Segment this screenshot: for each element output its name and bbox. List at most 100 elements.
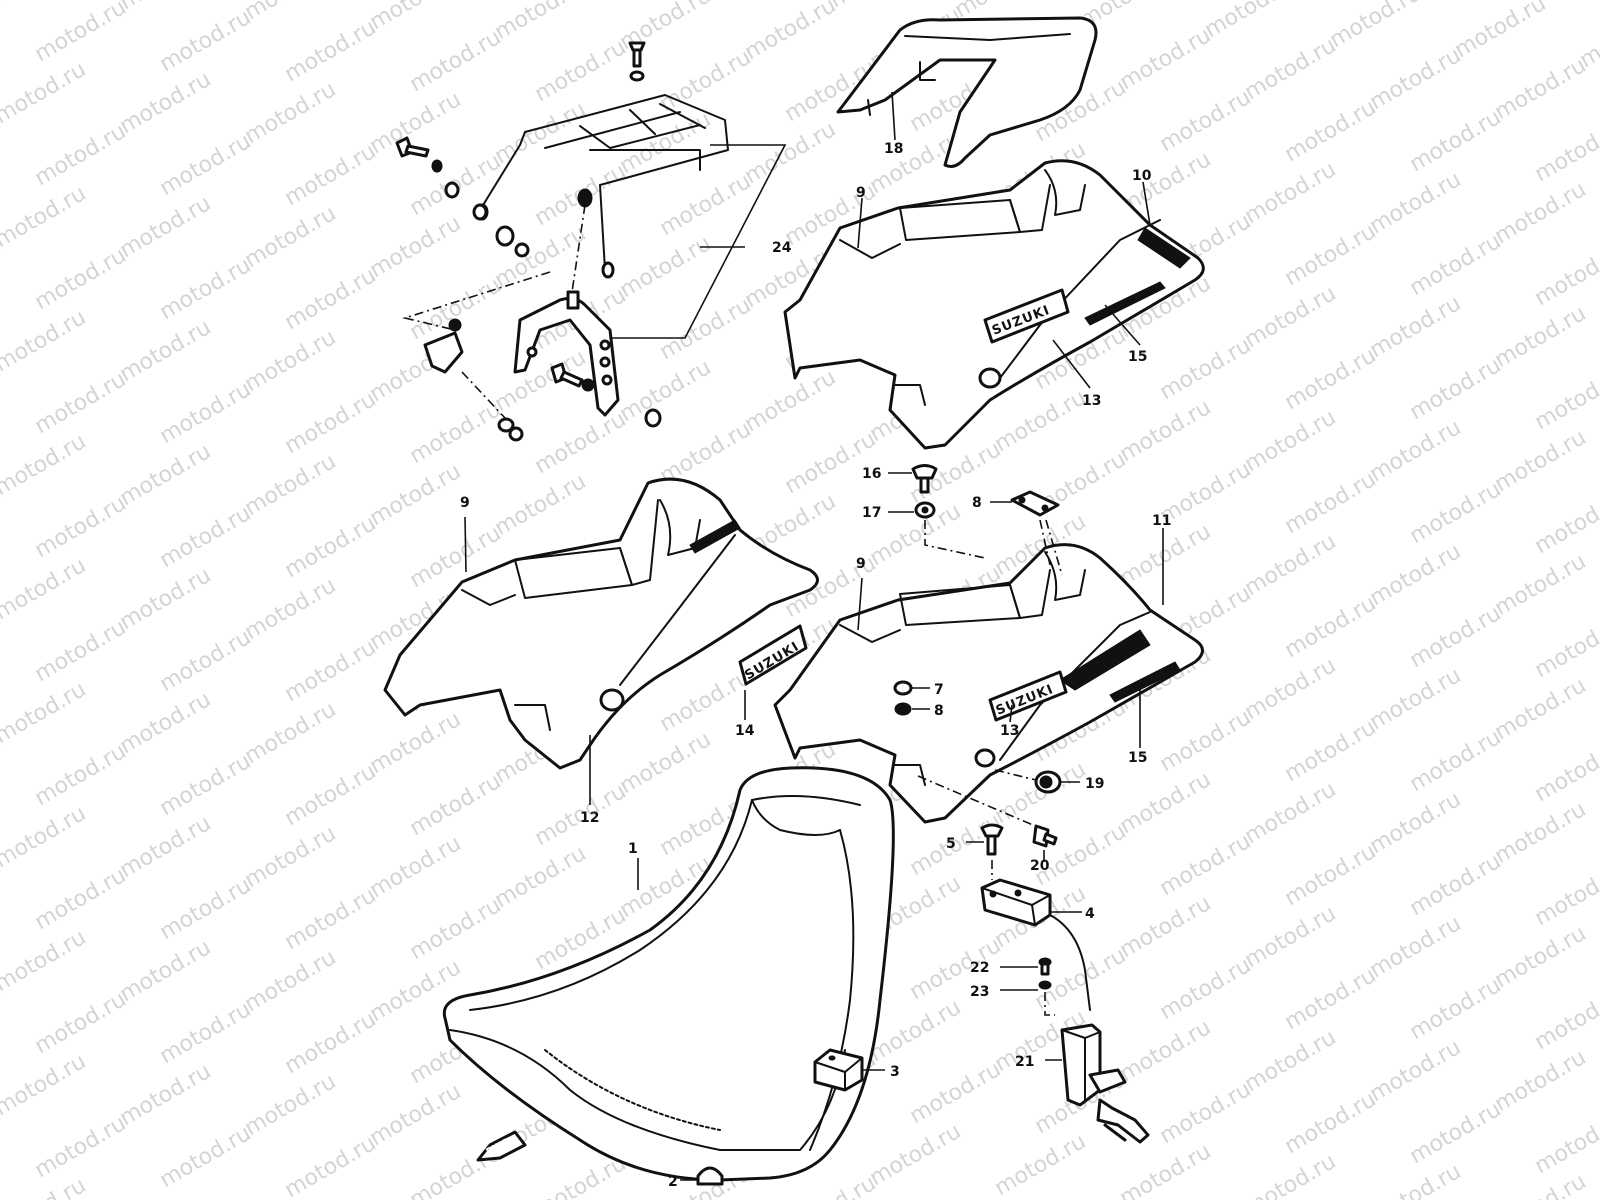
screw-16-part[interactable]	[911, 464, 938, 494]
watermark-text: motod.ru	[741, 0, 841, 65]
watermark-text: motod.ru	[1156, 333, 1256, 405]
watermark-text: motod.ru	[1491, 1045, 1591, 1117]
decal-14-part[interactable]: SUZUKI	[738, 624, 808, 686]
watermark-text: motod.ru	[366, 707, 466, 779]
watermark-text: motod.ru	[656, 293, 756, 365]
watermark-text: motod.ru	[281, 1131, 381, 1200]
callout-3: 3	[890, 1064, 900, 1080]
rack-grommet[interactable]	[495, 225, 515, 247]
seat-cowl-part[interactable]	[836, 16, 1098, 168]
watermark-text: motod.ru	[241, 697, 341, 769]
watermark-text: motod.ru	[1406, 477, 1506, 549]
watermark-text: motod.ru	[241, 449, 341, 521]
bracket-8-part[interactable]	[1010, 490, 1060, 517]
watermark-text: motod.ru	[491, 0, 591, 45]
watermark-text: motod.ru	[241, 945, 341, 1017]
tail-cowl-11-part[interactable]: SUZUKI	[773, 543, 1204, 824]
cushion-7-part[interactable]	[893, 680, 913, 696]
watermark-text: motod.ru	[31, 863, 131, 935]
watermark-text: motod.ru	[1156, 829, 1256, 901]
watermark-text: motod.ru	[1491, 921, 1591, 993]
rack-washer-3[interactable]	[472, 203, 488, 221]
callout-9-left: 9	[460, 495, 470, 511]
watermark-text: motod.ru	[241, 1069, 341, 1141]
rack-fastener-bolt[interactable]	[628, 41, 646, 68]
watermark-text: motod.ru	[156, 997, 256, 1069]
watermark-text: motod.ru	[1406, 849, 1506, 921]
watermark-text: motod.ru	[406, 769, 506, 841]
watermark-text: motod.ru	[781, 427, 881, 499]
watermark-text: motod.ru	[281, 883, 381, 955]
callout-19: 19	[1085, 776, 1104, 792]
watermark-text: motod.ru	[656, 45, 756, 117]
watermark-text: motod.ru	[1406, 1097, 1506, 1169]
watermark-text: motod.ru	[1366, 291, 1466, 363]
watermark-text: motod.ru	[1241, 1025, 1341, 1097]
watermark-text: motod.ru	[156, 5, 256, 77]
rack-washer-2[interactable]	[444, 181, 460, 199]
watermark-text: motod.ru	[406, 397, 506, 469]
watermark-text: motod.ru	[156, 749, 256, 821]
watermark-text: motod.ru	[1201, 0, 1301, 43]
watermark-text: motod.ru	[1366, 43, 1466, 115]
callout-15-mid: 15	[1128, 750, 1147, 766]
watermark-text: motod.ru	[1241, 33, 1341, 105]
rack-cushion[interactable]	[644, 408, 662, 428]
callout-2: 2	[668, 1174, 678, 1190]
watermark-text: motod.ru	[531, 407, 631, 479]
watermark-text: motod.ru	[1531, 115, 1600, 187]
watermark-text: motod.ru	[1156, 705, 1256, 777]
watermark-text: motod.ru	[1156, 1077, 1256, 1149]
bolt-20-part[interactable]	[1032, 824, 1058, 848]
cap-nut-2-part[interactable]	[696, 1166, 724, 1186]
rack-side-bracket[interactable]	[423, 318, 464, 374]
grommet-19-part[interactable]	[1034, 770, 1062, 794]
watermark-text: motod.ru	[1281, 963, 1381, 1035]
callout-12: 12	[580, 810, 599, 826]
watermark-text: motod.ru	[0, 1049, 90, 1121]
screw-5-part[interactable]	[980, 823, 1004, 856]
watermark-text: motod.ru	[366, 459, 466, 531]
callout-15-top: 15	[1128, 349, 1147, 365]
seat-1-part[interactable]	[442, 766, 895, 1182]
rack-spacer[interactable]	[431, 159, 443, 173]
tail-cowl-12-part[interactable]	[383, 477, 819, 770]
watermark-text: motod.ru	[1531, 1107, 1600, 1179]
watermark-text: motod.ru	[1366, 415, 1466, 487]
watermark-text: motod.ru	[1366, 167, 1466, 239]
callout-23: 23	[970, 984, 989, 1000]
callout-8-lower: 8	[934, 703, 944, 719]
rack-rubber-mount[interactable]	[577, 188, 593, 208]
nut-8-part[interactable]	[894, 702, 912, 716]
callout-9-top: 9	[856, 185, 866, 201]
callout-5: 5	[946, 836, 956, 852]
callout-9-mid: 9	[856, 556, 866, 572]
tail-cowl-10-part[interactable]: SUZUKI	[783, 159, 1205, 450]
watermark-text: motod.ru	[1156, 953, 1256, 1025]
watermark-text: motod.ru	[1491, 301, 1591, 373]
rubber-3-part[interactable]	[813, 1048, 864, 1092]
watermark-text: motod.ru	[1116, 395, 1216, 467]
rack-bracket-bolt[interactable]	[550, 362, 595, 392]
watermark-text: motod.ru	[116, 811, 216, 883]
watermark-text: motod.ru	[116, 439, 216, 511]
callout-22: 22	[970, 960, 989, 976]
washer-23-part[interactable]	[1038, 980, 1052, 990]
watermark-text: motod.ru	[1406, 973, 1506, 1045]
callout-8-upper: 8	[972, 495, 982, 511]
callout-16: 16	[862, 466, 881, 482]
rack-lower-bolt[interactable]	[497, 417, 524, 442]
rack-washer[interactable]	[629, 70, 645, 82]
watermark-text: motod.ru	[156, 501, 256, 573]
bolt-22-part[interactable]	[1038, 957, 1052, 976]
rack-side-bolt[interactable]	[395, 136, 430, 158]
watermark-text: motod.ru	[531, 35, 631, 107]
rack-nut[interactable]	[514, 242, 530, 258]
watermark-text: motod.ru	[0, 0, 5, 57]
watermark-text: motod.ru	[1241, 777, 1341, 849]
watermark-text: motod.ru	[1281, 839, 1381, 911]
watermark-text: motod.ru	[241, 0, 341, 25]
watermark-text: motod.ru	[31, 739, 131, 811]
seat-lock-21-part[interactable]	[1060, 1023, 1150, 1144]
